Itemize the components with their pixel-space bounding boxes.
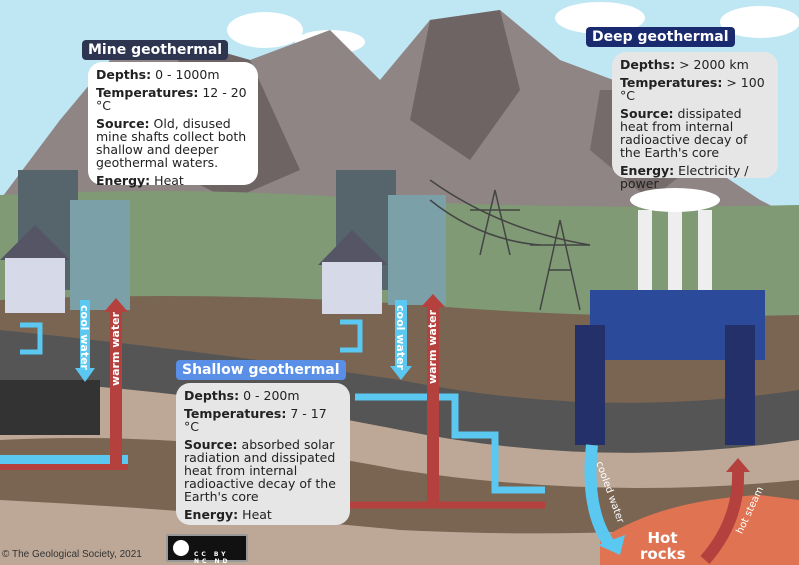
source-label: Source: xyxy=(96,116,150,131)
pylons xyxy=(429,179,591,311)
depths-label: Depths: xyxy=(96,67,152,82)
source-value: dissipated heat from internal radioactiv… xyxy=(620,106,748,160)
buildings xyxy=(0,170,446,314)
depths-value: > 2000 km xyxy=(679,57,749,72)
temps-label: Temperatures: xyxy=(96,85,199,100)
power-plant xyxy=(575,188,765,445)
cc-license-badge: CC BY NC ND xyxy=(166,534,248,565)
mine-info-box: Depths: 0 - 1000m Temperatures: 12 - 20 … xyxy=(88,62,258,188)
deep-title: Deep geothermal xyxy=(586,27,735,47)
depths-value: 0 - 200m xyxy=(243,388,300,403)
depths-label: Depths: xyxy=(184,388,240,403)
cc-icon xyxy=(171,538,191,558)
energy-label: Energy: xyxy=(620,163,675,178)
mine-title: Mine geothermal xyxy=(82,40,229,60)
shallow-title: Shallow geothermal xyxy=(176,360,346,380)
energy-label: Energy: xyxy=(184,507,239,522)
source-value: Old, disused mine shafts collect both sh… xyxy=(96,116,247,170)
hot-rocks xyxy=(600,495,799,565)
mine-shaft xyxy=(0,380,128,470)
flow-arrows xyxy=(20,294,750,564)
source-label: Source: xyxy=(620,106,674,121)
temps-label: Temperatures: xyxy=(620,75,723,90)
warm-water-label-shallow: warm water xyxy=(426,310,439,385)
deep-info-box: Depths: > 2000 km Temperatures: > 100 °C… xyxy=(612,52,778,190)
warm-water-label-mine: warm water xyxy=(109,312,122,387)
energy-label: Energy: xyxy=(96,173,151,188)
shallow-info-box: Depths: 0 - 200m Temperatures: 7 - 17 °C… xyxy=(176,383,350,525)
license-text: CC BY NC ND xyxy=(194,551,231,565)
cool-water-label-shallow: cool water xyxy=(394,305,407,370)
energy-value: Electricity / power xyxy=(620,163,749,191)
temps-label: Temperatures: xyxy=(184,406,287,421)
temps-value: 7 - 17 °C xyxy=(184,406,327,434)
temps-value: > 100 °C xyxy=(620,75,765,103)
cool-water-label-mine: cool water xyxy=(78,305,91,370)
depths-value: 0 - 1000m xyxy=(155,67,220,82)
source-value: absorbed solar radiation and dissipated … xyxy=(184,437,336,504)
energy-value: Heat xyxy=(242,507,272,522)
source-label: Source: xyxy=(184,437,238,452)
hot-rocks-label: Hot rocks xyxy=(640,529,686,563)
energy-value: Heat xyxy=(154,173,184,188)
temps-value: 12 - 20 °C xyxy=(96,85,247,113)
depths-label: Depths: xyxy=(620,57,676,72)
copyright-text: © The Geological Society, 2021 xyxy=(2,549,142,560)
